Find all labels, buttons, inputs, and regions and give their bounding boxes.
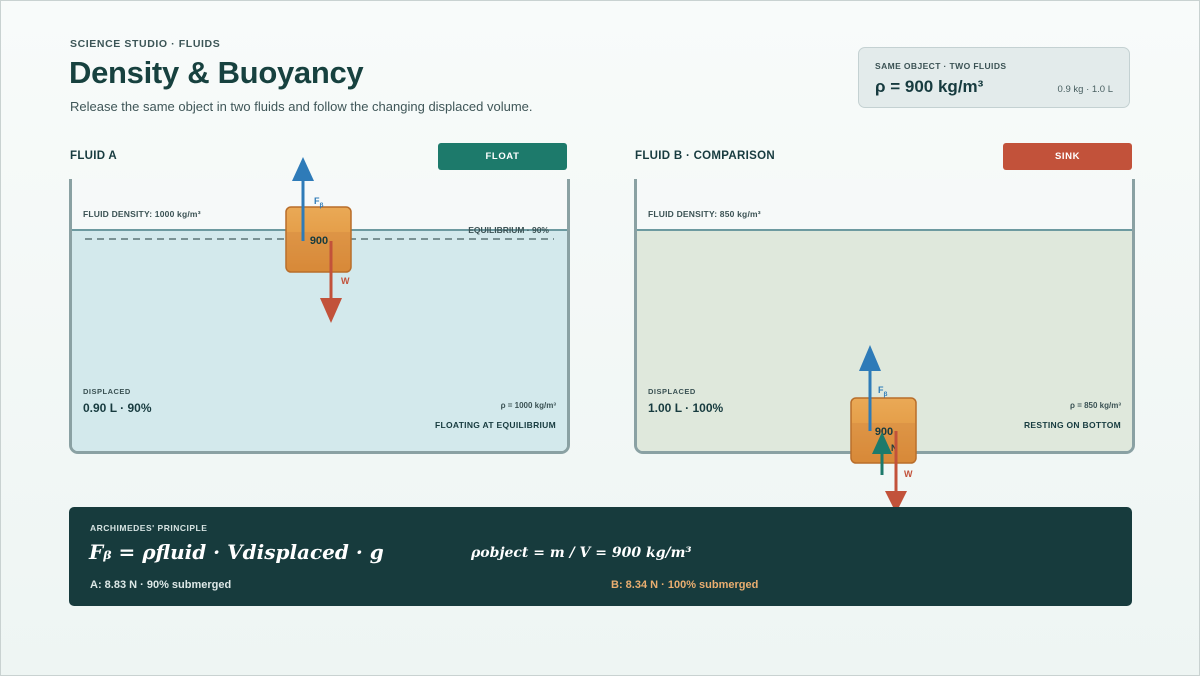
object-mass-volume: 0.9 kg · 1.0 L bbox=[1057, 84, 1113, 95]
fluid-a-weight-arrow bbox=[320, 241, 342, 323]
eyebrow: SCIENCE STUDIO · FLUIDS bbox=[70, 38, 221, 50]
fluid-b-state-label: RESTING ON BOTTOM bbox=[1023, 420, 1121, 430]
fluid-b-displaced-value: 1.00 L · 100% bbox=[648, 401, 724, 415]
fluid-a-buoyancy-arrow bbox=[292, 157, 314, 241]
fluid-a-object-submerged-shade bbox=[287, 232, 350, 271]
fluid-b-surface-line bbox=[637, 229, 1132, 231]
object-info-label: SAME OBJECT · TWO FLUIDS bbox=[875, 61, 1007, 71]
archimedes-panel: ARCHIMEDES' PRINCIPLE Fᵦ = ρfluid · Vdis… bbox=[69, 507, 1132, 606]
fluid-b-object-label: 900 bbox=[875, 426, 893, 438]
fluid-a-object-label: 900 bbox=[310, 235, 328, 247]
fluid-b-weight-label: W bbox=[904, 469, 913, 479]
page-subtitle: Release the same object in two fluids an… bbox=[70, 99, 533, 114]
fluid-b-status-badge[interactable]: SINK bbox=[1003, 143, 1132, 170]
fluid-a-displaced-value: 0.90 L · 90% bbox=[83, 401, 152, 415]
fluid-a-rho-label: ρ = 1000 kg/m³ bbox=[500, 401, 556, 410]
fluid-b-label: FLUID B · COMPARISON bbox=[635, 150, 775, 162]
fluid-b-buoyancy-arrow bbox=[859, 345, 881, 431]
fluid-b-density-label: FLUID DENSITY: 850 kg/m³ bbox=[648, 209, 761, 219]
archimedes-label: ARCHIMEDES' PRINCIPLE bbox=[90, 523, 208, 533]
fluid-b-normal-label: N bbox=[891, 443, 898, 453]
fluid-a-weight-label: W bbox=[341, 276, 350, 286]
equilibrium-label: EQUILIBRIUM · 90% bbox=[468, 225, 549, 235]
result-fluid-b: B: 8.34 N · 100% submerged bbox=[611, 579, 759, 591]
fluid-a-density-label: FLUID DENSITY: 1000 kg/m³ bbox=[83, 209, 201, 219]
fluid-a-status-badge[interactable]: FLOAT bbox=[438, 143, 567, 170]
fluid-b-weight-arrow bbox=[885, 431, 907, 513]
object-density-formula: ρobject = m / V = 900 kg/m³ bbox=[471, 545, 692, 561]
page-title: Density & Buoyancy bbox=[69, 55, 364, 90]
fluid-a-label: FLUID A bbox=[70, 150, 118, 162]
fluid-a-buoyancy-label: Fβ bbox=[314, 196, 324, 209]
result-fluid-a: A: 8.83 N · 90% submerged bbox=[90, 579, 232, 591]
fluid-b-rho-label: ρ = 850 kg/m³ bbox=[1070, 401, 1121, 410]
fluid-a-state-label: FLOATING AT EQUILIBRIUM bbox=[434, 420, 556, 430]
object-info-card: SAME OBJECT · TWO FLUIDS ρ = 900 kg/m³ 0… bbox=[858, 47, 1130, 108]
fluid-b-buoyancy-label: Fβ bbox=[878, 385, 888, 398]
fluid-b-displaced-label: DISPLACED bbox=[648, 387, 696, 396]
fluid-b-object[interactable] bbox=[850, 397, 917, 464]
fluid-a-displaced-label: DISPLACED bbox=[83, 387, 131, 396]
object-density: ρ = 900 kg/m³ bbox=[875, 77, 984, 96]
buoyancy-formula: Fᵦ = ρfluid · Vdisplaced · g bbox=[89, 540, 384, 564]
fluid-b-normal-arrow bbox=[872, 432, 892, 475]
